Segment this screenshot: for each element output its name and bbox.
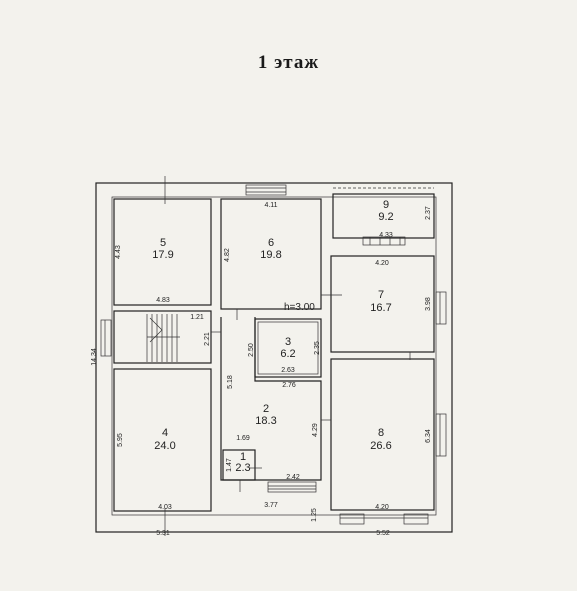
dim-1-25: 1.25 [311, 508, 318, 522]
room-1-outline [222, 449, 256, 481]
room-2-label: 2 18.3 [255, 403, 276, 427]
tick-marks [164, 176, 411, 536]
room-8-label: 8 26.6 [370, 427, 391, 452]
room-3-number: 3 [285, 336, 291, 348]
dim-6-34: 6.34 [425, 429, 432, 443]
room-2-outline [220, 317, 322, 481]
dim-5-18: 5.18 [227, 375, 234, 389]
dim-4-33: 4.33 [379, 232, 393, 239]
room-5-outline [113, 198, 212, 306]
room-6-area: 19.8 [260, 249, 281, 261]
dim-1-69: 1.69 [236, 435, 250, 442]
room-7-label: 7 16.7 [370, 289, 391, 314]
room-9-area: 9.2 [378, 211, 393, 223]
dim-1-21: 1.21 [190, 314, 204, 321]
dim-2-76: 2.76 [282, 382, 296, 389]
dim-4-82: 4.82 [224, 248, 231, 262]
stair-outline [113, 310, 212, 364]
room-4-outline [113, 368, 212, 512]
windows [100, 184, 447, 525]
dim-2-50: 2.50 [248, 343, 255, 357]
dim-5-95: 5.95 [117, 433, 124, 447]
floor-title: 1 этаж [257, 52, 320, 73]
room-8-number: 8 [378, 427, 384, 439]
dim-2-21: 2.21 [204, 332, 211, 346]
room-4-number: 4 [162, 427, 168, 439]
dim-4-43: 4.43 [115, 245, 122, 259]
dim-5-52: 5.52 [376, 530, 390, 537]
room-9-outline [332, 193, 435, 239]
dim-3-77: 3.77 [264, 502, 278, 509]
dim-4-29: 4.29 [312, 423, 319, 437]
room-4-label: 4 24.0 [154, 427, 175, 452]
room-2-area: 18.3 [255, 415, 276, 427]
dim-4-20-bottom: 4.20 [375, 504, 389, 511]
room-3-label: 3 6.2 [280, 336, 295, 360]
room-6-outline [220, 198, 322, 310]
room-7-number: 7 [378, 289, 384, 301]
dim-14-34: 14.34 [91, 348, 98, 366]
room-1-area: 2.3 [235, 462, 250, 474]
room-8-outline [330, 358, 435, 511]
room-3-inner [257, 321, 319, 375]
dim-4-11: 4.11 [264, 202, 277, 209]
room-7-area: 16.7 [370, 302, 391, 314]
dim-4-83: 4.83 [156, 297, 170, 304]
room-5-number: 5 [160, 237, 166, 249]
ceiling-height-label: h=3.00 [284, 302, 315, 313]
room-6-number: 6 [268, 237, 274, 249]
room-4-area: 24.0 [154, 440, 175, 452]
dim-2-63: 2.63 [281, 367, 295, 374]
outer-wall-inner [111, 196, 437, 516]
stair-steps [146, 314, 180, 362]
room-7-outline [330, 255, 435, 353]
dim-3-98: 3.98 [425, 297, 432, 311]
dim-5-31: 5.31 [156, 530, 170, 537]
dim-4-03: 4.03 [158, 504, 172, 511]
room-3-area: 6.2 [280, 348, 295, 360]
dim-4-20-top: 4.20 [375, 260, 389, 267]
room-9-label: 9 9.2 [378, 199, 393, 223]
room-5-area: 17.9 [152, 249, 173, 261]
dim-2-42: 2.42 [286, 474, 300, 481]
room-2-number: 2 [263, 403, 269, 415]
room-6-label: 6 19.8 [260, 237, 281, 261]
room-8-area: 26.6 [370, 440, 391, 452]
dim-2-37: 2.37 [425, 206, 432, 220]
dim-1-47: 1.47 [226, 458, 233, 472]
outer-wall-outer [95, 182, 453, 533]
room-1-label: 1 2.3 [235, 451, 250, 474]
room-1-number: 1 [240, 451, 246, 463]
dim-2-35: 2.35 [314, 341, 321, 355]
room-9-number: 9 [383, 199, 389, 211]
room-5-label: 5 17.9 [152, 237, 173, 261]
